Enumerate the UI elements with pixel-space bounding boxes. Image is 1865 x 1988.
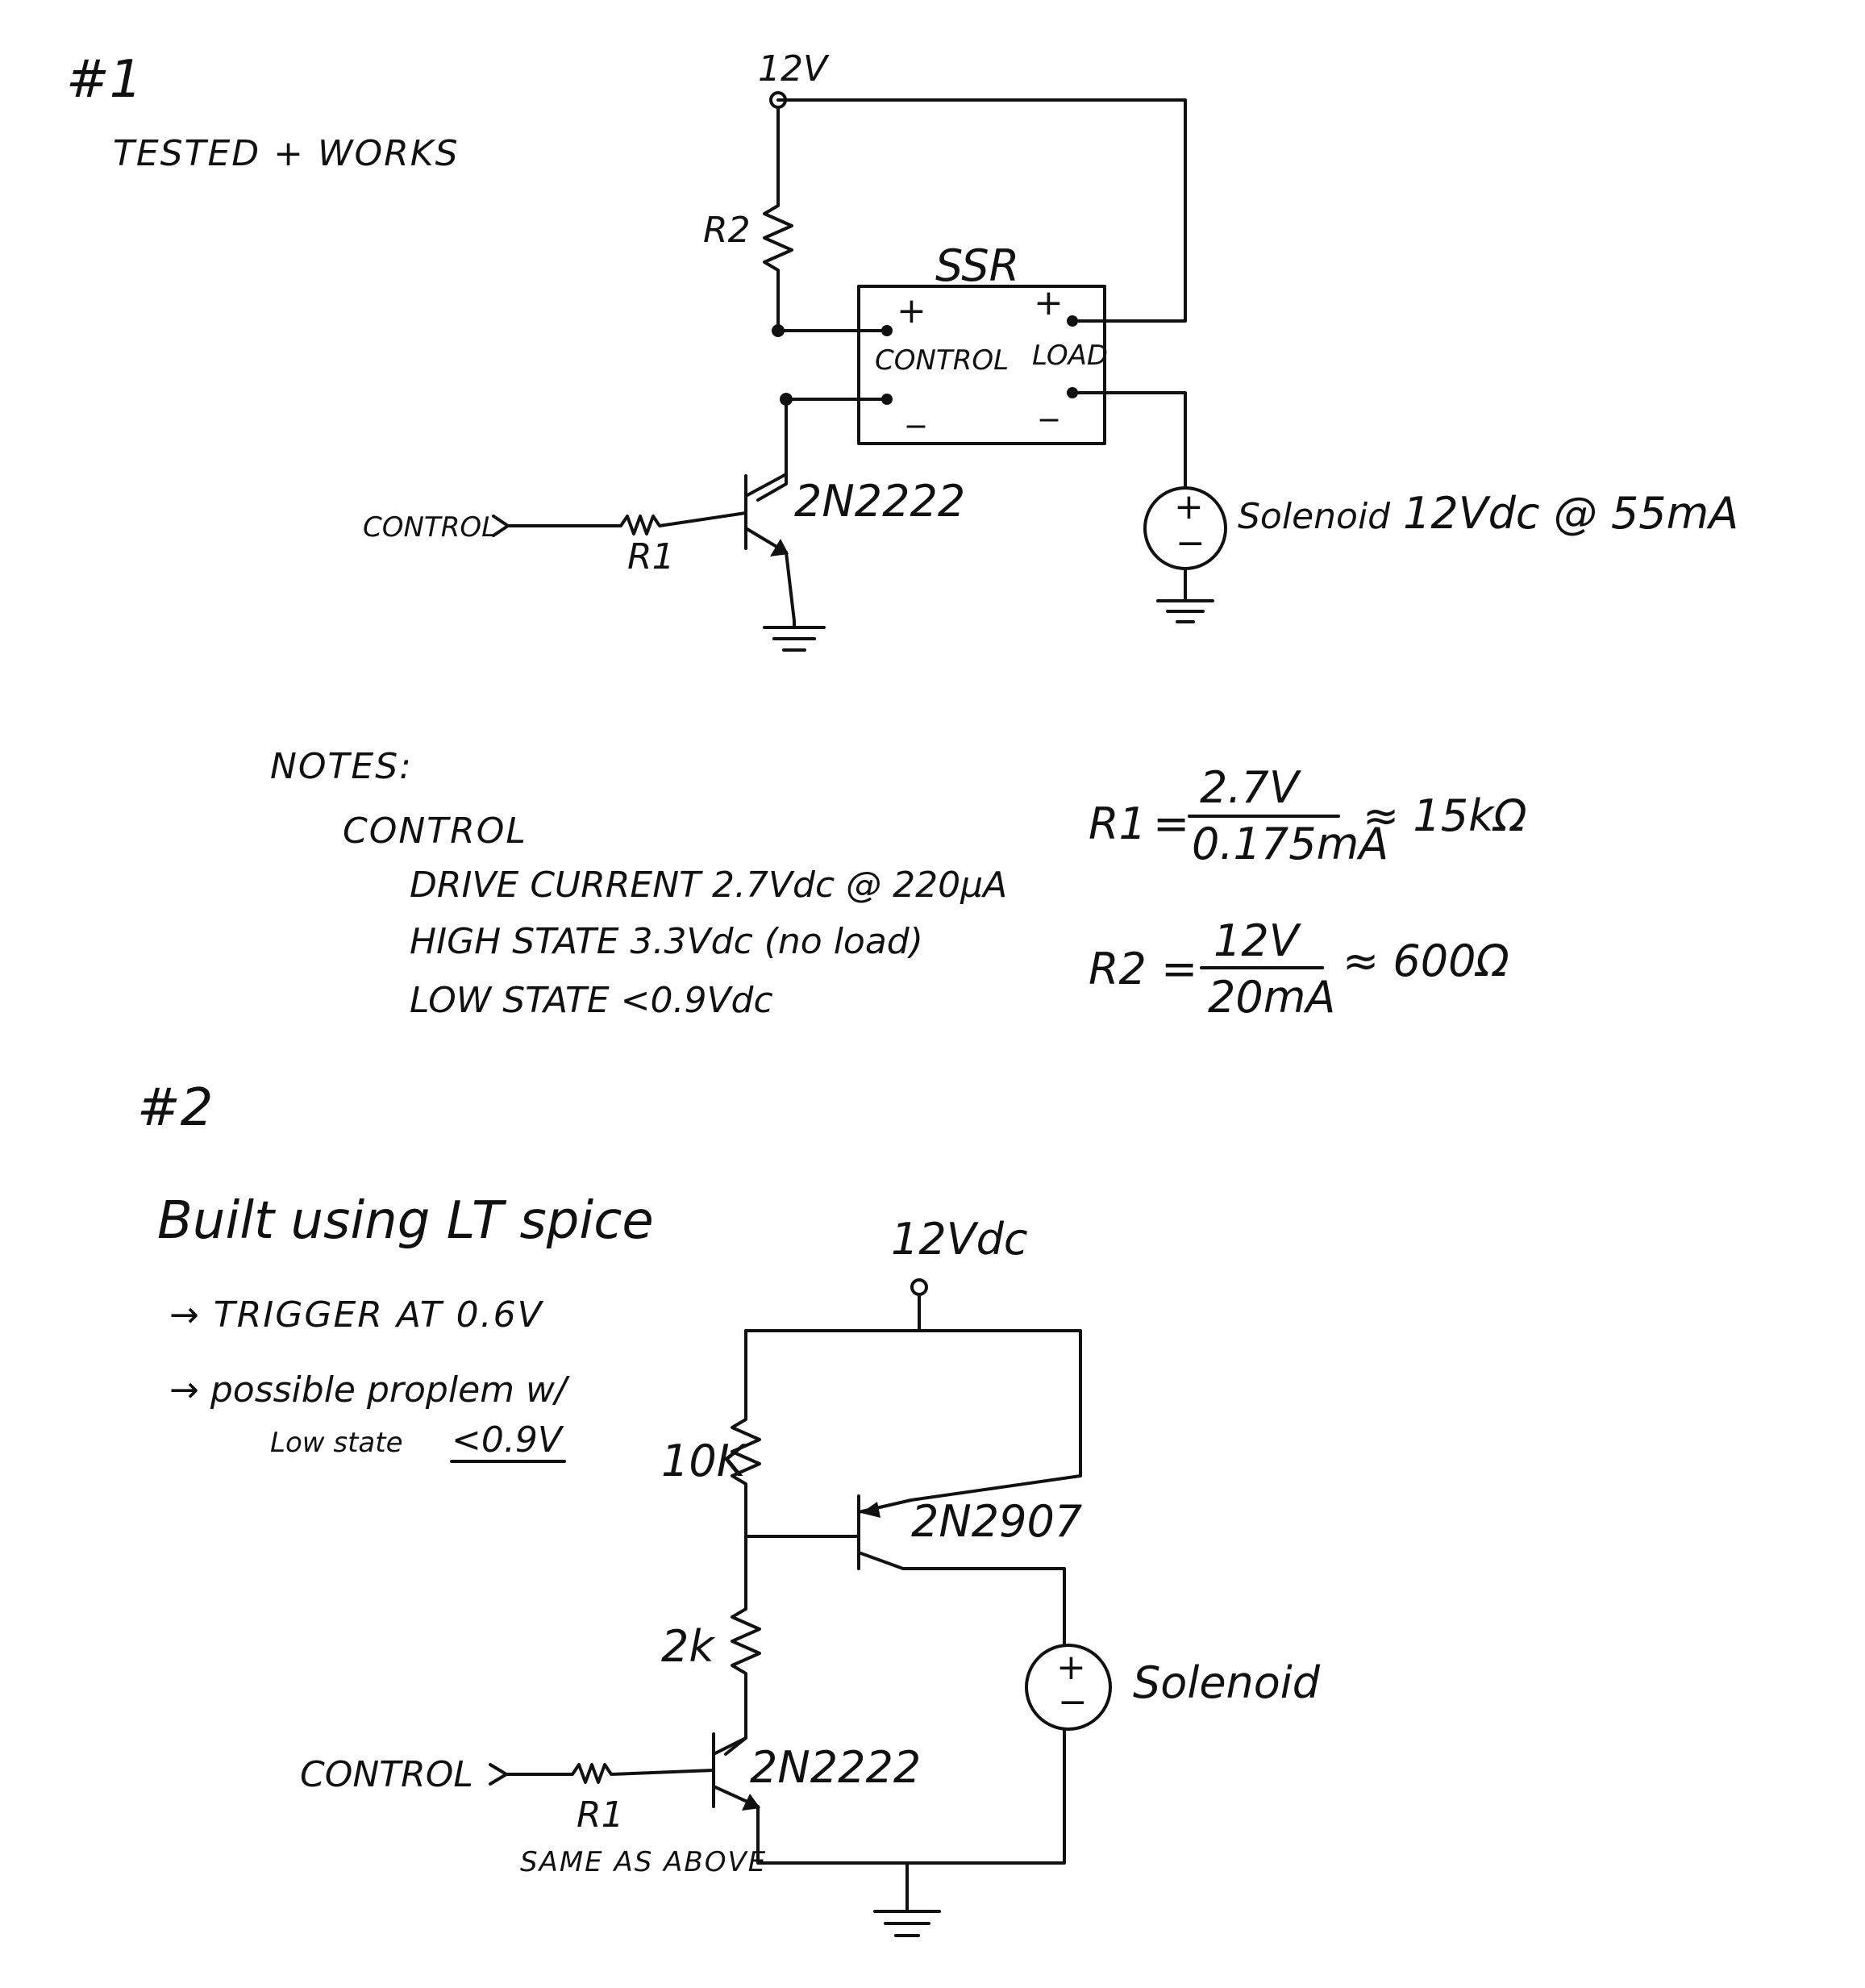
circuit-2-supply-terminal: [910, 1278, 928, 1296]
circuit-1-junction: [772, 324, 785, 337]
circuit-2-solenoid-minus: −: [1058, 1682, 1088, 1723]
ssr-load-minus-sign: _: [1039, 381, 1059, 422]
circuit-2-r2k-label: 2k: [661, 1621, 716, 1672]
r2-calc-denominator: 20mA: [1208, 972, 1335, 1023]
circuit-1-transistor-ground: [763, 619, 826, 652]
circuit-2-r1-label: R1: [577, 1794, 624, 1836]
circuit-1-collector-junction: [780, 393, 793, 406]
r2-calc-result: ≈ 600Ω: [1343, 936, 1509, 986]
circuit-1-solenoid-ground: [1156, 567, 1214, 623]
r1-calc-name: R1: [1089, 798, 1147, 849]
circuit-2-supply-label: 12Vdc: [891, 1214, 1028, 1265]
circuit-1-solenoid-label: Solenoid: [1238, 496, 1391, 537]
ssr-load-plus-sign: +: [1034, 282, 1064, 323]
circuit-2-ground-return: [756, 1728, 1066, 1913]
circuit-1-solenoid-minus: −: [1176, 523, 1205, 564]
circuit-2-low-state-value: <0.9V: [452, 1419, 564, 1461]
r2-calc-equals: =: [1161, 944, 1197, 994]
circuit-1-npn-label: 2N2222: [794, 476, 965, 527]
circuit-2-r10k-resistor: [731, 1329, 761, 1538]
circuit-2-r2k-resistor: [724, 1535, 761, 1756]
circuit-2-control-label: CONTROL: [300, 1754, 473, 1795]
circuit-2-solenoid-plus: +: [1056, 1647, 1086, 1688]
circuit-2-supply-bus: [744, 1293, 1082, 1502]
circuit-2-built-note: Built using LT spice: [157, 1191, 654, 1251]
circuit-2-solenoid-label: Solenoid: [1133, 1657, 1321, 1708]
circuit-1-wire-load-minus-to-solenoid: [1071, 391, 1187, 490]
r1-calc-result: ≈ 15kΩ: [1363, 790, 1527, 841]
circuit-2-solenoid: [1025, 1644, 1112, 1731]
circuit-2-pnp-label: 2N2907: [911, 1496, 1082, 1547]
ssr-load-label: LOAD: [1032, 340, 1108, 372]
r2-calc-name: R2: [1089, 944, 1147, 994]
circuit-1-r1-label: R1: [627, 536, 675, 577]
notes-section-control: CONTROL: [343, 811, 527, 852]
circuit-2-label: #2: [137, 1078, 213, 1138]
ssr-control-plus-terminal: [881, 325, 893, 336]
ssr-label: SSR: [935, 240, 1019, 291]
ssr-control-plus-sign: +: [897, 290, 926, 331]
circuit-2-npn-label: 2N2222: [750, 1742, 921, 1793]
circuit-1-solenoid-plus: +: [1174, 486, 1204, 527]
notes-drive-current: DRIVE CURRENT 2.7Vdc @ 220µA: [410, 865, 1007, 906]
circuit-2-pnp-transistor: [857, 1494, 913, 1570]
ssr-load-plus-terminal: [1067, 315, 1078, 327]
circuit-2: #2 Built using LT spice → TRIGGER AT 0.6…: [137, 1078, 1321, 1937]
notes-heading: NOTES:: [270, 746, 413, 787]
r1-calc-numerator: 2.7V: [1200, 762, 1302, 813]
circuit-2-bullet-trigger: → TRIGGER AT 0.6V: [169, 1294, 544, 1336]
r1-calc-equals: =: [1153, 798, 1189, 849]
circuit-1-status: TESTED + WORKS: [113, 133, 460, 174]
circuit-1: #1 TESTED + WORKS 12V R2 SSR + + CONTROL…: [66, 48, 1738, 652]
circuit-2-control-arrow: [489, 1763, 508, 1786]
r1-calc-denominator: 0.175mA: [1192, 819, 1388, 869]
circuit-2-r1-note: SAME AS ABOVE: [520, 1846, 767, 1878]
circuit-1-r2-resistor: [763, 106, 793, 332]
circuit-1-r2-label: R2: [703, 210, 751, 251]
circuit-1-wire-supply-to-load: [776, 98, 1187, 323]
circuit-1-supply-label: 12V: [758, 48, 830, 90]
circuit-1-npn-transistor: [744, 473, 796, 623]
notes-low-state: LOW STATE <0.9Vdc: [410, 980, 773, 1021]
circuit-2-r10k-label: 10K: [661, 1436, 748, 1486]
ssr-box: [857, 285, 1106, 445]
circuit-2-wire-pnp-to-solenoid: [901, 1567, 1066, 1647]
ssr-control-minus-sign: _: [906, 387, 926, 428]
circuit-1-wire-control-minus-to-collector: [756, 398, 889, 502]
circuit-2-ground: [873, 1910, 941, 1937]
notes-high-state: HIGH STATE 3.3Vdc (no load): [410, 921, 923, 962]
circuit-1-control-label: CONTROL: [363, 511, 497, 544]
circuit-2-low-state: Low state: [270, 1427, 403, 1459]
notes: NOTES: CONTROL DRIVE CURRENT 2.7Vdc @ 22…: [270, 746, 1527, 1023]
circuit-1-label: #1: [66, 50, 142, 110]
r2-calc-numerator: 12V: [1213, 915, 1302, 966]
circuit-2-bullet-problem: → possible proplem w/: [169, 1369, 570, 1411]
circuit-2-r1-resistor: [505, 1763, 715, 1784]
ssr-control-label: CONTROL: [875, 344, 1009, 377]
circuit-1-solenoid-rating: 12Vdc @ 55mA: [1403, 488, 1738, 539]
circuit-1-r1-resistor: [506, 511, 747, 536]
